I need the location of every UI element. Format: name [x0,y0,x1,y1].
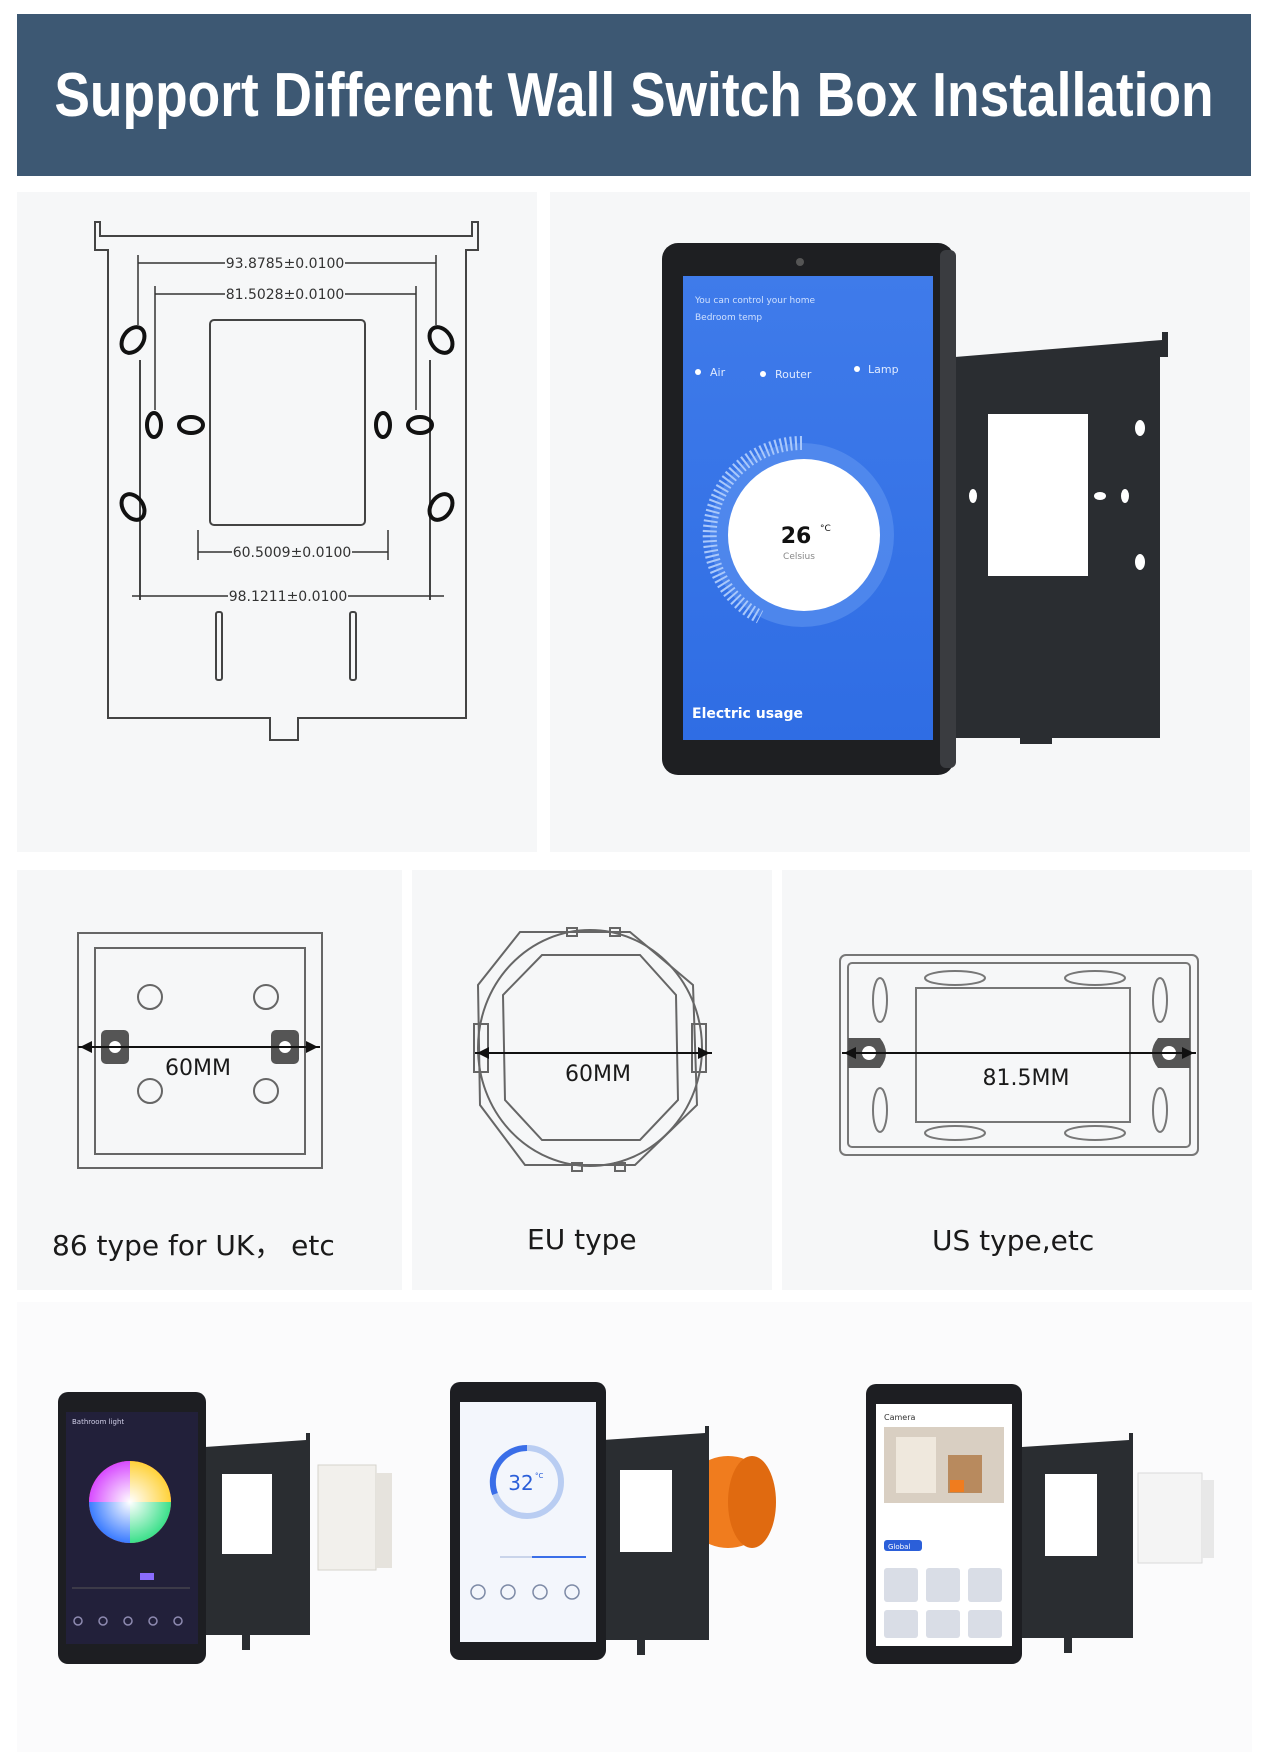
hero-temperature: 26 [781,524,812,549]
center-cutout [209,319,366,526]
eu-box [473,927,707,1172]
camera-icon [796,258,804,266]
hero-line2: Bedroom temp [695,313,762,323]
chip-router[interactable]: Router [775,368,812,381]
header-banner: Support Different Wall Switch Box Instal… [17,14,1251,176]
device-b-unit: °C [535,1472,544,1480]
device-b: 32 °C [450,1382,776,1660]
dial-ticks [702,435,803,624]
dim-bottom-inner: 60.5009±0.0100 [233,545,352,561]
device-c: Camera Global [866,1384,1214,1664]
uk-measure: 60MM [165,1056,231,1081]
device-a-title: Bathroom light [72,1418,124,1426]
device-c-title: Camera [884,1413,915,1422]
dim-top-outer: 93.8785±0.0100 [226,256,345,272]
device-c-button[interactable]: Global [888,1543,910,1551]
bracket-outline [94,221,479,741]
bracket-window [988,414,1088,576]
temperature-dial [728,459,880,611]
us-measure: 81.5MM [983,1066,1070,1091]
dim-bottom-outer: 98.1211±0.0100 [229,589,348,605]
device-b-temp: 32 [508,1471,533,1495]
caption-uk: 86 type for UK， etc [52,1229,335,1262]
bracket-drawing: 93.8785±0.0100 81.5028±0.0100 60.5009±0.… [94,221,479,741]
hero-device: You can control your home Bedroom temp A… [662,243,1168,775]
box-panel-eu [412,870,772,1290]
box-panel-uk [17,870,402,1290]
caption-eu: EU type [527,1223,637,1256]
box-diagrams: 60MM 60MM 81.5MM [77,927,1199,1172]
box-panel-us [782,870,1252,1290]
hero-unit: °C [820,524,831,534]
hero-footer: Electric usage [692,706,803,722]
chip-air[interactable]: Air [710,366,726,379]
dim-top-inner: 81.5028±0.0100 [226,287,345,303]
caption-us: US type,etc [932,1224,1095,1257]
page-title: Support Different Wall Switch Box Instal… [54,60,1214,130]
hero-line1: You can control your home [694,296,816,306]
eu-measure: 60MM [565,1062,631,1087]
chip-lamp[interactable]: Lamp [868,363,899,376]
device-a: Bathroom light [58,1392,392,1664]
hero-temp-caption: Celsius [783,552,815,562]
uk-box [77,932,323,1169]
